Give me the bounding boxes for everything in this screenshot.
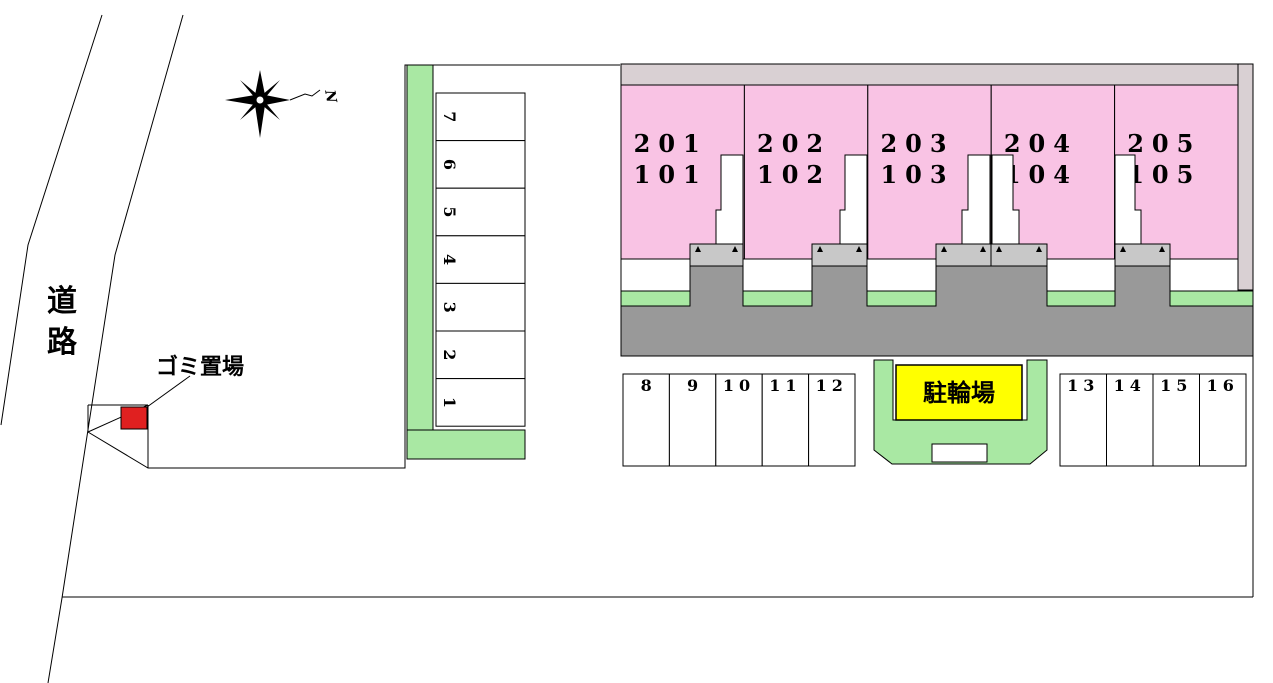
unit-number-upper: 205 [1127, 129, 1201, 158]
unit-number-upper: 201 [634, 129, 708, 158]
parking-slot-number: 2 [440, 349, 459, 360]
parking-slot [435, 378, 526, 427]
parking-slot [435, 187, 526, 237]
road-edges [0, 14, 184, 683]
parking-row-right: 13 14 15 16 [1059, 373, 1247, 467]
parking-slot-number: 11 [769, 376, 801, 395]
bike-parking-label: 駐輪場 [923, 378, 995, 407]
bike-parking: 駐輪場 [873, 359, 1048, 465]
unit-number-upper: 202 [757, 129, 831, 158]
compass-icon [225, 70, 321, 138]
unit-number-lower: 104 [1004, 160, 1078, 189]
parking-slot [435, 140, 526, 189]
parking-slot-number: 10 [723, 376, 755, 395]
entrance-pad [990, 243, 1048, 267]
entrance-arrow-icon [1120, 246, 1126, 252]
parking-slot [435, 92, 526, 142]
parking-slot [1059, 373, 1107, 467]
entrance-arrow-icon [1036, 246, 1042, 252]
parking-slot [435, 330, 526, 380]
parking-slot-number: 16 [1207, 376, 1239, 395]
green-strip-left [406, 64, 526, 460]
unit-number-lower: 105 [1127, 160, 1201, 189]
unit-number-lower: 103 [880, 160, 954, 189]
parking-slot [1199, 373, 1247, 467]
entrance-pad [811, 243, 868, 267]
parking-slot-number: 15 [1160, 376, 1192, 395]
compass-north-label: N [321, 88, 339, 106]
entrance-arrow-icon [980, 246, 986, 252]
parking-slot-number: 3 [440, 302, 459, 313]
road-label-bottom: 路 [47, 325, 78, 360]
parking-slot-number: 12 [816, 376, 848, 395]
parking-slot [1106, 373, 1154, 467]
building-right-strip [1237, 63, 1254, 291]
entrance-pad [689, 243, 744, 267]
garbage-area-label: ゴミ置場 [156, 354, 244, 380]
unit-number-lower: 101 [634, 160, 708, 189]
parking-slot-number: 9 [687, 376, 698, 395]
entrance-arrow-icon [695, 246, 701, 252]
parking-slot-number: 13 [1067, 376, 1099, 395]
garbage-area-marker [120, 406, 148, 430]
entrance-arrow-icon [856, 246, 862, 252]
parking-slot-number: 14 [1114, 376, 1146, 395]
unit-number-upper: 203 [880, 129, 954, 158]
parking-column: 7 6 5 4 3 2 1 [435, 92, 526, 427]
parking-row-left: 8 9 10 11 12 [622, 373, 856, 467]
parking-slot-number: 7 [440, 111, 459, 122]
parking-slot-number: 5 [440, 206, 459, 217]
parking-slot-number: 8 [641, 376, 652, 395]
entrance-arrow-icon [817, 246, 823, 252]
parking-slot-number: 6 [440, 159, 459, 170]
unit-number-upper: 204 [1004, 129, 1078, 158]
entrance-pad [1114, 243, 1171, 267]
parking-slot [668, 373, 717, 467]
road-label-top: 道 [47, 284, 77, 319]
driveway [620, 265, 1254, 357]
unit-number-lower: 102 [757, 160, 831, 189]
entrance-arrow-icon [996, 246, 1002, 252]
parking-slot [435, 282, 526, 332]
building-roof-strip [620, 63, 1254, 87]
parking-slot [622, 373, 670, 467]
parking-slot-number: 4 [440, 254, 459, 265]
parking-slot-number: 1 [440, 397, 459, 408]
entrance-arrow-icon [1159, 246, 1165, 252]
parking-slot [435, 235, 526, 284]
parking-slot [808, 373, 856, 467]
entrance-arrow-icon [732, 246, 738, 252]
entrance-arrow-icon [941, 246, 947, 252]
